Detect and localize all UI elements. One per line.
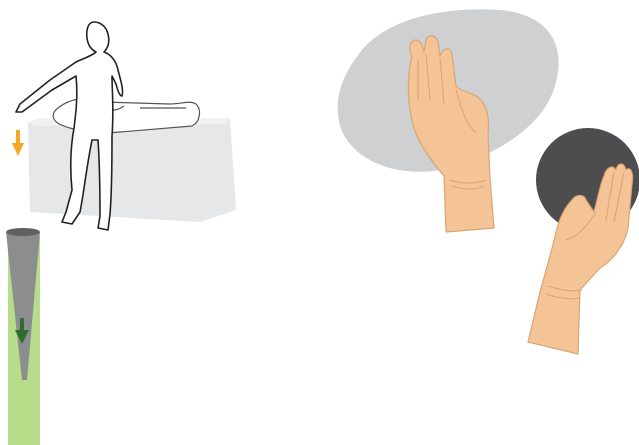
funnel-tube (6, 228, 40, 445)
arrow-down-icon (12, 130, 24, 156)
left-scene (12, 22, 236, 230)
hand-dark-stone-scene (528, 128, 639, 354)
hand-light-stone-scene (338, 9, 559, 232)
platform-block (28, 118, 236, 222)
funnel-rim (6, 228, 40, 236)
